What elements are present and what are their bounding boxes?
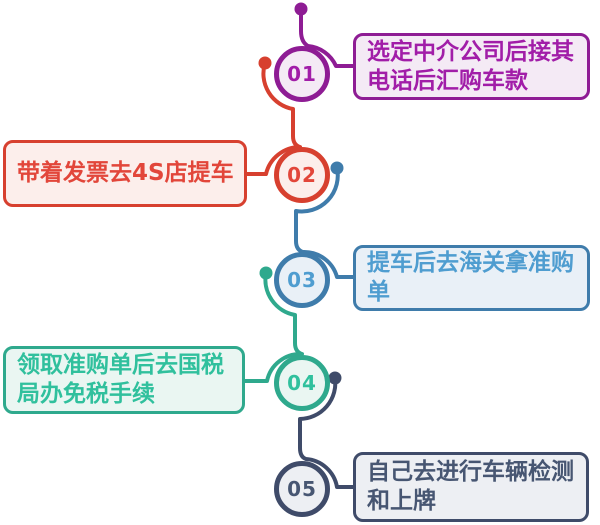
connector-step-02	[245, 61, 302, 176]
step-box-01: 选定中介公司后接其 电话后汇购车款	[353, 33, 590, 100]
step-label-line: 提车后去海关拿准购	[367, 250, 574, 276]
step-number: 02	[287, 163, 317, 187]
step-box-04: 领取准购单后去国税 局办免税手续	[3, 346, 245, 414]
connector-dot-step-03	[330, 161, 344, 175]
step-circle-01: 01	[274, 46, 330, 102]
connector-dot-step-02	[258, 56, 272, 70]
step-label-line: 领取准购单后去国税	[17, 352, 224, 378]
step-number: 05	[287, 477, 317, 501]
connector-step-05	[298, 376, 355, 489]
step-label-line: 自己去进行车辆检测	[367, 459, 574, 485]
step-label-line: 局办免税手续	[17, 381, 155, 407]
step-circle-02: 02	[274, 147, 330, 203]
step-circle-05: 05	[274, 461, 330, 517]
connector-dot-step-05	[328, 371, 342, 385]
step-number: 01	[287, 62, 317, 86]
connector-step-04	[243, 271, 304, 383]
step-box-02: 带着发票去4S店提车	[3, 140, 247, 207]
step-circle-03: 03	[274, 252, 330, 308]
step-label-line: 单	[367, 279, 390, 305]
connector-dot-step-01	[294, 2, 308, 16]
step-label-line: 电话后汇购车款	[367, 67, 528, 94]
step-label-line: 带着发票去4S店提车	[17, 160, 234, 186]
step-box-05: 自己去进行车辆检测 和上牌	[353, 452, 589, 522]
step-label-line: 选定中介公司后接其	[367, 38, 574, 65]
connector-step-03	[294, 166, 355, 279]
step-circle-04: 04	[274, 355, 330, 411]
connector-dot-step-04	[259, 266, 273, 280]
step-number: 03	[287, 268, 317, 292]
step-number: 04	[287, 371, 317, 395]
step-label-line: 和上牌	[367, 488, 436, 514]
step-box-03: 提车后去海关拿准购 单	[353, 245, 590, 311]
